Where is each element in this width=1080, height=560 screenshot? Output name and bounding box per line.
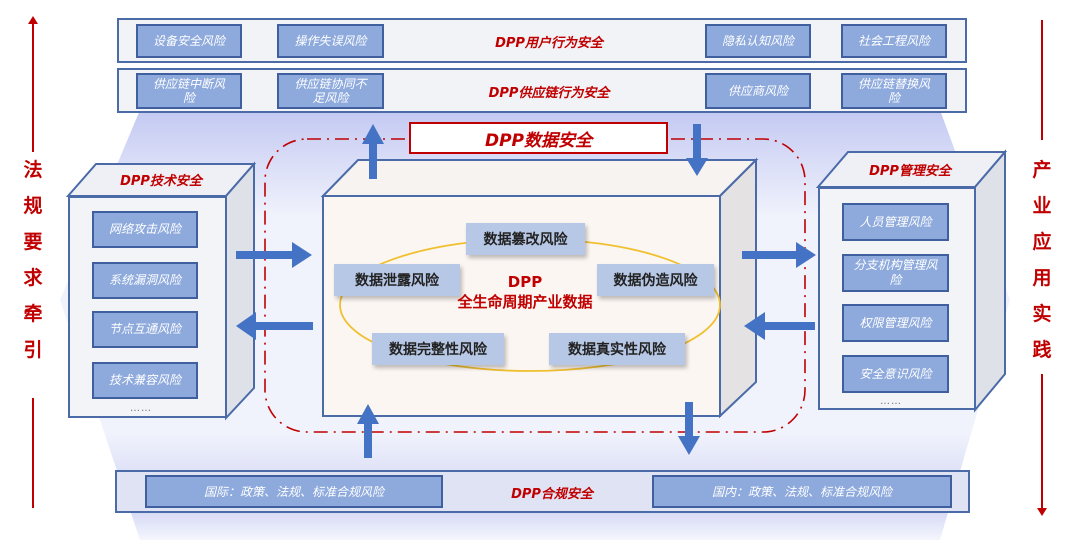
mgmt-box-side	[974, 149, 1006, 413]
label-char: 规	[23, 195, 43, 217]
risk-data-integrity: 数据完整性风险	[372, 333, 504, 365]
center-title-line1: DPP	[507, 273, 543, 291]
label-char: 求	[23, 267, 43, 289]
arrow-up-to-supply	[362, 124, 384, 179]
risk-data-leakage: 数据泄露风险	[334, 264, 460, 296]
left-axis-line	[32, 398, 34, 508]
label-char: 牵	[23, 303, 43, 325]
arrow-right-to-mgmt	[742, 242, 816, 268]
center-title: DPP 全生命周期产业数据	[440, 272, 610, 312]
tech-security-title: DPP技术安全	[120, 174, 202, 189]
label-char: 践	[1032, 339, 1052, 361]
compliance-band: 国际：政策、法规、标准合规风险 DPP合规安全 国内：政策、法规、标准合规风险	[115, 470, 970, 513]
down-arrow-icon	[1037, 374, 1047, 516]
tech-security-box: 网络攻击风险 系统漏洞风险 节点互通风险 技术兼容风险 ……	[68, 196, 227, 418]
label-char: 业	[1032, 195, 1052, 217]
more-ellipsis: ……	[880, 396, 902, 407]
up-arrow-icon	[28, 16, 38, 152]
arrow-left-to-center	[744, 312, 815, 340]
risk-data-forgery: 数据伪造风险	[597, 264, 714, 296]
label-char: 用	[1032, 267, 1052, 289]
risk-social-engineering: 社会工程风险	[841, 24, 947, 58]
data-security-title: DPP数据安全	[409, 122, 668, 154]
center-title-line2: 全生命周期产业数据	[457, 293, 593, 311]
arrow-left-to-tech	[236, 312, 313, 340]
user-behavior-band: 设备安全风险 操作失误风险 DPP用户行为安全 隐私认知风险 社会工程风险	[117, 18, 967, 63]
supply-chain-band: 供应链中断风险 供应链协同不足风险 DPP供应链行为安全 供应商风险 供应链替换…	[117, 68, 967, 113]
arrow-up-from-compliance	[357, 404, 379, 458]
risk-supply-interruption: 供应链中断风险	[136, 73, 242, 109]
risk-network-attack: 网络攻击风险	[92, 211, 198, 248]
risk-security-awareness: 安全意识风险	[842, 355, 949, 393]
risk-branch-mgmt: 分支机构管理风险	[842, 254, 949, 292]
risk-supplier: 供应商风险	[705, 73, 811, 109]
arrow-down-from-data-security	[686, 124, 708, 176]
user-behavior-title: DPP用户行为安全	[495, 36, 603, 51]
risk-data-tampering: 数据篡改风险	[466, 223, 585, 255]
right-axis-line	[1041, 20, 1043, 140]
label-char: 产	[1032, 159, 1052, 181]
risk-system-vulnerability: 系统漏洞风险	[92, 262, 198, 299]
label-char: 法	[23, 159, 43, 181]
risk-device-security: 设备安全风险	[136, 24, 242, 58]
risk-tech-compatibility: 技术兼容风险	[92, 362, 198, 399]
right-axis-label: 产 业 应 用 实 践	[1030, 152, 1054, 368]
mgmt-security-box: 人员管理风险 分支机构管理风险 权限管理风险 安全意识风险 ……	[818, 187, 976, 410]
risk-data-authenticity: 数据真实性风险	[549, 333, 685, 365]
tech-box-side	[225, 161, 255, 421]
label-char: 要	[23, 231, 43, 253]
risk-supply-replacement: 供应链替换风险	[841, 73, 947, 109]
risk-domestic-compliance: 国内：政策、法规、标准合规风险	[652, 475, 952, 508]
label-char: 应	[1032, 231, 1052, 253]
risk-personnel-mgmt: 人员管理风险	[842, 203, 949, 241]
supply-chain-title: DPP供应链行为安全	[488, 86, 610, 101]
left-axis-label: 法 规 要 求 牵 引	[21, 152, 45, 368]
center-box-side	[719, 157, 757, 419]
compliance-title: DPP合规安全	[511, 487, 593, 502]
risk-operation-error: 操作失误风险	[277, 24, 384, 58]
risk-privacy-awareness: 隐私认知风险	[705, 24, 811, 58]
more-ellipsis: ……	[130, 403, 152, 414]
risk-permission-mgmt: 权限管理风险	[842, 304, 949, 342]
risk-international-compliance: 国际：政策、法规、标准合规风险	[145, 475, 443, 508]
label-char: 引	[23, 339, 43, 361]
risk-node-interop: 节点互通风险	[92, 311, 198, 348]
arrow-down-to-compliance	[678, 402, 700, 455]
arrow-right-to-center	[236, 242, 312, 268]
risk-supply-coordination: 供应链协同不足风险	[277, 73, 384, 109]
mgmt-security-title: DPP管理安全	[869, 164, 951, 179]
flow-arrows	[236, 124, 816, 458]
label-char: 实	[1032, 303, 1052, 325]
